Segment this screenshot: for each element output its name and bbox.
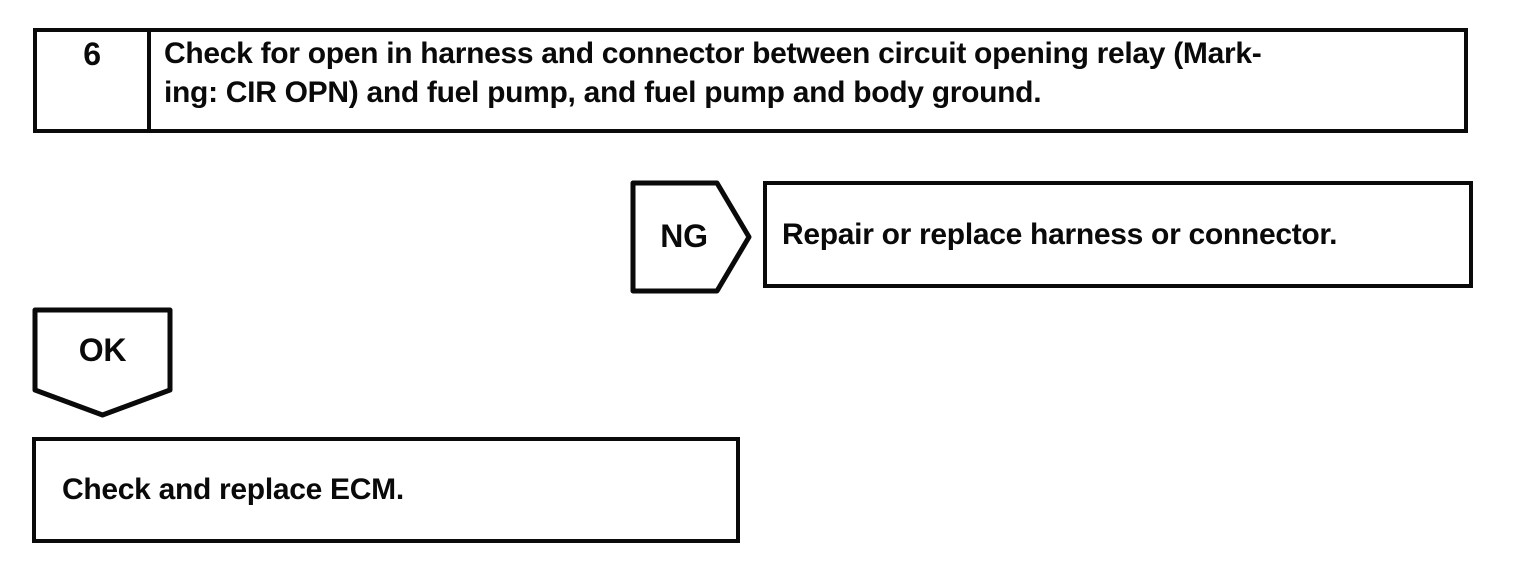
ng-label: NG bbox=[660, 218, 708, 254]
ok-pointer-shape bbox=[32, 307, 173, 418]
step-number: 6 bbox=[83, 36, 101, 72]
ok-pentagon-icon bbox=[32, 307, 173, 418]
step-instruction-line1: Check for open in harness and connector … bbox=[164, 37, 1262, 70]
ok-action-text: Check and replace ECM. bbox=[62, 473, 404, 506]
ng-action-box: Repair or replace harness or connector. bbox=[763, 181, 1473, 288]
ok-action-box: Check and replace ECM. bbox=[32, 437, 740, 543]
step-instruction-line2: ing: CIR OPN) and fuel pump, and fuel pu… bbox=[164, 76, 1042, 109]
ng-action-text: Repair or replace harness or connector. bbox=[782, 217, 1338, 251]
step-box: 6 Check for open in harness and connecto… bbox=[33, 28, 1468, 133]
ng-pentagon-icon bbox=[630, 180, 752, 294]
step-instruction: Check for open in harness and connector … bbox=[151, 32, 1464, 129]
ok-label: OK bbox=[78, 331, 127, 368]
ng-pointer-shape bbox=[630, 180, 752, 294]
step-number-cell: 6 bbox=[37, 32, 151, 129]
